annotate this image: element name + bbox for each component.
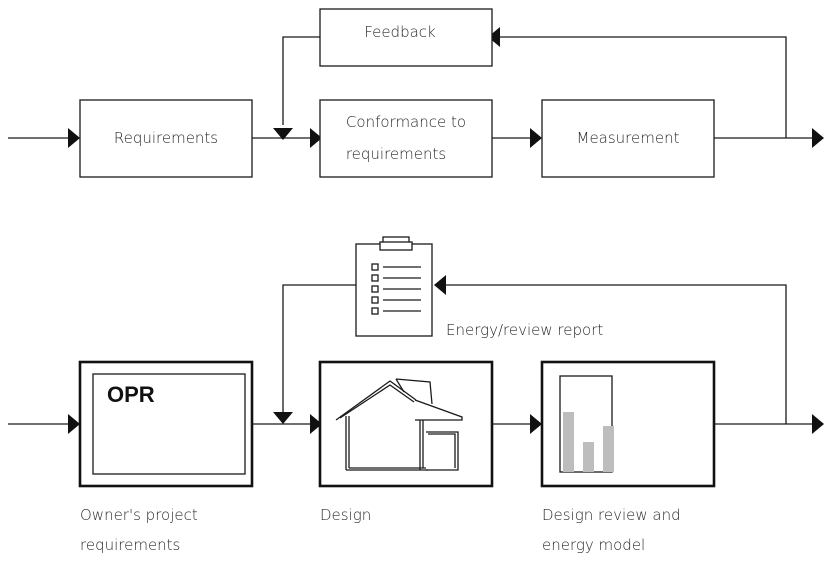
report-return-line bbox=[446, 284, 787, 424]
owner-caption-line1: Owner's project bbox=[80, 506, 198, 524]
feedback-box bbox=[319, 8, 493, 67]
arrow-into-design bbox=[310, 414, 322, 434]
requirements-box bbox=[79, 99, 253, 178]
arrow-into-requirements bbox=[68, 128, 80, 148]
arrow-into-opr bbox=[68, 414, 80, 434]
requirements-label: Requirements bbox=[114, 129, 218, 147]
output-arrow bbox=[812, 128, 824, 148]
output-arrow-bottom bbox=[812, 414, 824, 434]
feedback-label: Feedback bbox=[364, 23, 436, 41]
conformance-box bbox=[319, 99, 493, 178]
review-caption-line2: energy model bbox=[542, 536, 645, 554]
arrow-into-feedback bbox=[488, 27, 500, 47]
bar-1 bbox=[563, 412, 574, 472]
report-down-arrow bbox=[273, 412, 293, 424]
report-caption: Energy/review report bbox=[446, 321, 603, 339]
clipboard-checklist-icon bbox=[355, 236, 433, 337]
feedback-to-main-line bbox=[282, 36, 320, 125]
feedback-return-line bbox=[498, 36, 787, 138]
arrow-into-report bbox=[434, 275, 446, 295]
bar-3 bbox=[603, 426, 614, 472]
house-outline-icon bbox=[335, 378, 463, 471]
review-caption-line1: Design review and bbox=[542, 506, 681, 524]
bar-2 bbox=[583, 442, 594, 472]
design-caption: Design bbox=[320, 506, 371, 524]
conformance-label-line2: requirements bbox=[346, 145, 446, 163]
arrow-into-review bbox=[530, 414, 542, 434]
conformance-label-line1: Conformance to bbox=[346, 113, 466, 131]
feedback-down-arrow bbox=[273, 128, 293, 140]
arrow-into-measurement bbox=[530, 128, 542, 148]
owner-caption-line2: requirements bbox=[80, 536, 180, 554]
measurement-box bbox=[541, 99, 715, 178]
arrow-into-conformance bbox=[310, 128, 322, 148]
bar-chart-icon bbox=[559, 375, 614, 473]
opr-document-icon bbox=[92, 373, 246, 475]
measurement-label: Measurement bbox=[577, 129, 680, 147]
report-to-main-line bbox=[282, 284, 356, 412]
opr-label: OPR bbox=[107, 382, 155, 407]
